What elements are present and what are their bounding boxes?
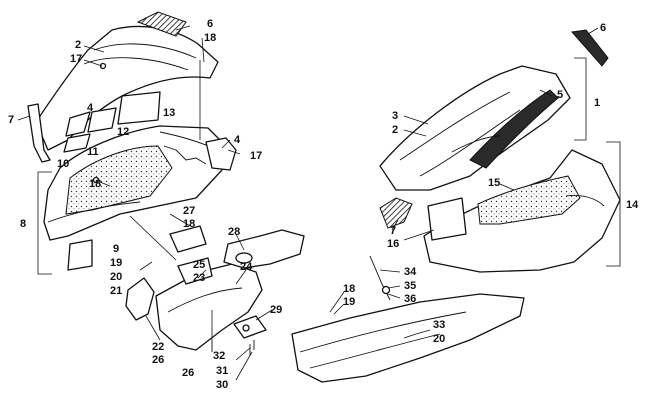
callout-17-upper: 17 bbox=[70, 53, 82, 65]
bracket-29 bbox=[233, 315, 267, 339]
decal-13 bbox=[117, 91, 161, 125]
right-hood-panel bbox=[379, 65, 571, 191]
callout-17-lower: 17 bbox=[250, 150, 262, 162]
decal-4 bbox=[65, 111, 91, 137]
callout-24: 24 bbox=[240, 261, 253, 273]
callout-26-right: 26 bbox=[182, 367, 194, 379]
right-hood-stripe bbox=[469, 89, 559, 169]
hood-vent-right bbox=[571, 29, 609, 67]
callout-30: 30 bbox=[216, 379, 228, 391]
callout-3: 3 bbox=[392, 110, 398, 122]
callout-21: 21 bbox=[110, 285, 122, 297]
callout-18-upper: 18 bbox=[204, 32, 216, 44]
callout-14: 14 bbox=[626, 199, 639, 211]
callout-6-left: 6 bbox=[207, 18, 213, 30]
callout-11: 11 bbox=[87, 146, 99, 158]
callout-4-left: 4 bbox=[87, 102, 94, 114]
callout-2-left: 2 bbox=[75, 39, 81, 51]
decal-9 bbox=[67, 239, 93, 271]
right-belly-pan bbox=[291, 293, 525, 383]
bracket-27 bbox=[169, 225, 207, 253]
callout-36: 36 bbox=[404, 293, 416, 305]
callout-labels: 6 18 2 17 4 13 7 12 4 11 17 10 18 8 27 1… bbox=[8, 18, 639, 391]
callout-29: 29 bbox=[270, 304, 282, 316]
upper-left-hood-assembly bbox=[27, 11, 219, 163]
callout-7-right: 7 bbox=[390, 225, 396, 237]
lower-left-console-assembly bbox=[43, 125, 237, 271]
hood-vent-left bbox=[136, 11, 187, 37]
callout-25: 25 bbox=[193, 259, 205, 271]
callout-2-right: 2 bbox=[392, 124, 398, 136]
callout-26-left: 26 bbox=[152, 354, 164, 366]
decal-12 bbox=[87, 107, 117, 133]
callout-35: 35 bbox=[404, 280, 416, 292]
callout-20-right: 20 bbox=[433, 333, 445, 345]
callout-28: 28 bbox=[228, 226, 240, 238]
callout-1: 1 bbox=[594, 97, 600, 109]
side-bracket bbox=[125, 277, 155, 321]
callout-16: 16 bbox=[387, 238, 399, 250]
callout-4-right: 4 bbox=[234, 134, 241, 146]
callout-20-left: 20 bbox=[110, 271, 122, 283]
leader-lines bbox=[17, 25, 621, 381]
callout-13: 13 bbox=[163, 107, 175, 119]
side-trim-left bbox=[27, 103, 51, 163]
callout-7-left: 7 bbox=[8, 114, 14, 126]
callout-18-bracket: 18 bbox=[183, 218, 195, 230]
callout-27: 27 bbox=[183, 205, 195, 217]
console-bracket bbox=[205, 137, 237, 171]
console-windshield bbox=[65, 145, 173, 215]
side-vent-right bbox=[379, 197, 413, 229]
callout-6-right: 6 bbox=[600, 22, 606, 34]
callout-18-right: 18 bbox=[343, 283, 355, 295]
callout-31: 31 bbox=[216, 365, 228, 377]
callout-34: 34 bbox=[404, 266, 417, 278]
callout-19-right: 19 bbox=[343, 296, 355, 308]
lower-center-belly-pan-assembly bbox=[125, 225, 305, 356]
callout-18-console: 18 bbox=[89, 178, 101, 190]
callout-33: 33 bbox=[433, 319, 445, 331]
lower-hood-decal bbox=[477, 175, 581, 225]
right-hood-assembly bbox=[291, 29, 621, 383]
decal-16 bbox=[427, 197, 467, 241]
callout-19-left: 19 bbox=[110, 257, 122, 269]
callout-23: 23 bbox=[193, 272, 205, 284]
callout-10: 10 bbox=[57, 158, 69, 170]
callout-15: 15 bbox=[488, 177, 500, 189]
callout-9: 9 bbox=[113, 243, 119, 255]
callout-5: 5 bbox=[557, 89, 563, 101]
belly-pan-panel bbox=[155, 263, 263, 351]
decal-11 bbox=[63, 133, 91, 153]
callout-12: 12 bbox=[117, 126, 129, 138]
callout-8: 8 bbox=[20, 218, 26, 230]
callout-22: 22 bbox=[152, 341, 164, 353]
callout-32: 32 bbox=[213, 350, 225, 362]
bracket-25 bbox=[177, 257, 213, 285]
